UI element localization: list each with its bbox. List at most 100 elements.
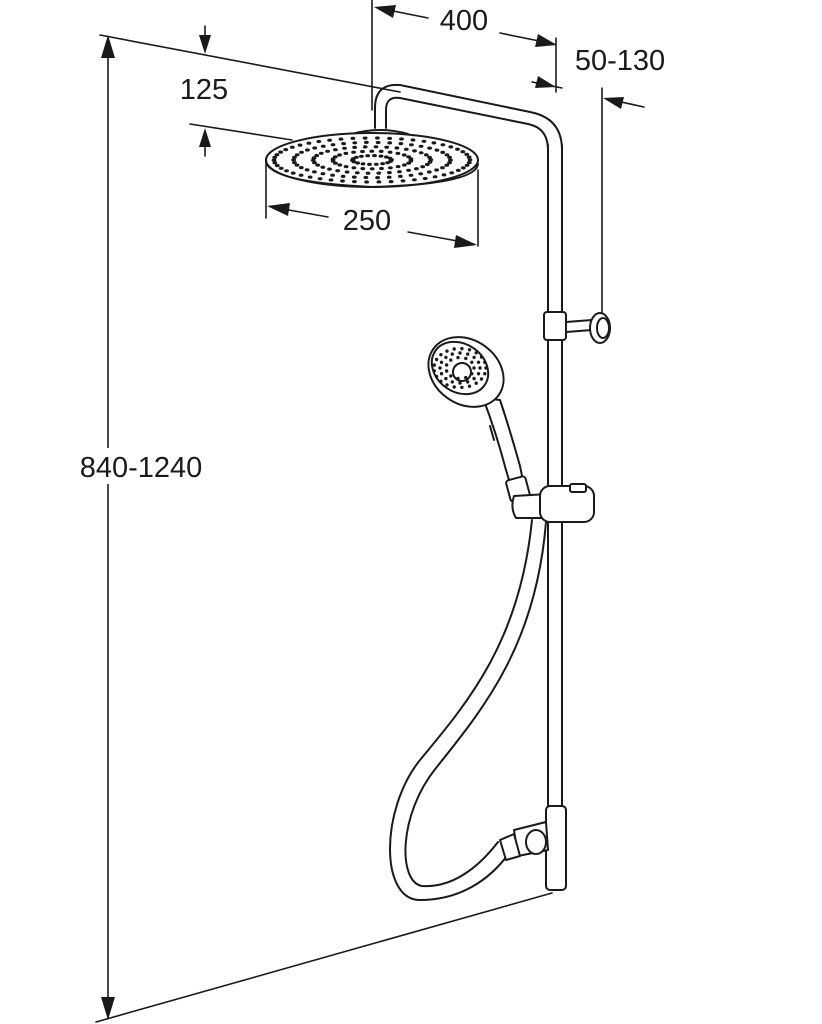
- nozzle-dot: [449, 171, 455, 175]
- nozzle-dot: [444, 163, 450, 167]
- nozzle-dot: [476, 372, 481, 376]
- nozzle-dot: [272, 155, 278, 159]
- nozzle-dot: [466, 380, 470, 384]
- hand-shower: [427, 336, 531, 503]
- nozzle-dot: [470, 372, 474, 376]
- nozzle-dot: [402, 163, 407, 167]
- nozzle-dot: [418, 144, 424, 148]
- nozzle-dot: [409, 143, 414, 147]
- arrow-right-icon: [535, 34, 557, 47]
- nozzle-dot: [355, 161, 360, 165]
- nozzle-dot: [307, 175, 313, 179]
- nozzle-dot: [340, 179, 345, 183]
- nozzle-dot: [398, 174, 403, 178]
- nozzle-dot: [360, 149, 365, 154]
- nozzle-dot: [365, 171, 371, 175]
- nozzle-dot: [418, 151, 424, 155]
- nozzle-dot: [333, 148, 338, 152]
- nozzle-dot: [444, 363, 449, 367]
- nozzle-dot: [418, 172, 424, 176]
- nozzle-dot: [444, 355, 448, 360]
- arrow-right-icon: [454, 235, 477, 248]
- nozzle-dot: [291, 158, 296, 162]
- nozzle-dot: [314, 153, 320, 158]
- nozzle-dot: [447, 161, 452, 165]
- nozzle-dot: [340, 174, 346, 178]
- nozzle-dot: [464, 375, 468, 380]
- nozzle-dot: [292, 161, 297, 165]
- nozzle-dot: [352, 145, 357, 149]
- nozzle-dot: [298, 166, 304, 170]
- nozzle-dot: [426, 170, 432, 174]
- nozzle-dot: [438, 366, 442, 370]
- nozzle-dot: [320, 165, 326, 169]
- nozzle-dot: [460, 150, 466, 154]
- nozzle-dot: [444, 153, 450, 157]
- nozzle-dot: [283, 148, 289, 152]
- nozzle-dot: [455, 168, 461, 172]
- nozzle-dot: [343, 151, 349, 155]
- nozzle-dot: [375, 140, 381, 145]
- nozzle-dot: [312, 161, 317, 165]
- arrow-down-icon: [101, 997, 115, 1020]
- arrow-down-icon: [199, 35, 211, 54]
- nozzle-dot: [464, 152, 470, 156]
- nozzle-dot: [448, 145, 454, 149]
- nozzle-dot: [483, 372, 487, 376]
- nozzle-dot: [441, 173, 447, 177]
- head-drop-dimension: 125: [180, 25, 293, 157]
- nozzle-dot: [432, 369, 436, 373]
- nozzle-dot: [474, 381, 478, 385]
- nozzle-dot: [325, 149, 330, 153]
- arrow-left-icon: [603, 97, 624, 109]
- nozzle-dot: [472, 355, 476, 360]
- arrow-left-icon: [267, 203, 290, 216]
- nozzle-dot: [427, 155, 432, 159]
- nozzle-dot: [400, 179, 406, 183]
- nozzle-dot: [398, 142, 404, 146]
- shower-hose: [389, 519, 547, 901]
- nozzle-dot: [467, 158, 473, 162]
- nozzle-dot: [422, 176, 428, 181]
- nozzle-dot: [372, 154, 377, 158]
- nozzle-dot: [343, 165, 349, 169]
- nozzle-dot: [484, 366, 488, 370]
- nozzle-dot: [476, 360, 481, 364]
- nozzle-dot: [394, 146, 400, 150]
- nozzle-dot: [274, 164, 280, 168]
- nozzle-dot: [452, 385, 456, 389]
- nozzle-dot: [440, 166, 445, 170]
- nozzle-dot: [362, 136, 368, 140]
- nozzle-dot: [320, 144, 326, 148]
- nozzle-dot: [440, 143, 446, 147]
- nozzle-dot: [375, 136, 380, 140]
- nozzle-dot: [332, 155, 338, 159]
- nozzle-dot: [414, 167, 419, 171]
- nozzle-dot: [369, 167, 375, 171]
- nozzle-dot: [342, 146, 347, 150]
- nozzle-dot: [379, 166, 384, 171]
- nozzle-dot: [341, 142, 346, 146]
- nozzle-dot: [290, 171, 296, 175]
- nozzle-dot: [461, 166, 466, 170]
- wall-distance-dimension: 50-130: [531, 45, 665, 313]
- nozzle-dot: [278, 150, 283, 154]
- nozzle-dot: [458, 381, 462, 385]
- nozzle-dot: [373, 162, 379, 166]
- nozzle-dot: [312, 146, 318, 150]
- nozzle-dot: [434, 148, 440, 152]
- nozzle-dot: [328, 178, 334, 182]
- nozzle-dot: [434, 168, 439, 172]
- nozzle-dot: [474, 351, 478, 355]
- nozzle-dot: [389, 158, 394, 162]
- nozzle-dot: [351, 175, 357, 179]
- nozzle-dot: [432, 175, 438, 179]
- nozzle-dot: [439, 372, 444, 376]
- nozzle-dot: [466, 155, 472, 159]
- nozzle-dot: [373, 145, 379, 149]
- hand-shower-nozzles: [432, 346, 488, 390]
- nozzle-dot: [352, 180, 357, 184]
- nozzle-dot: [466, 161, 472, 165]
- nozzle-dot: [311, 156, 317, 160]
- nozzle-dot: [316, 139, 322, 144]
